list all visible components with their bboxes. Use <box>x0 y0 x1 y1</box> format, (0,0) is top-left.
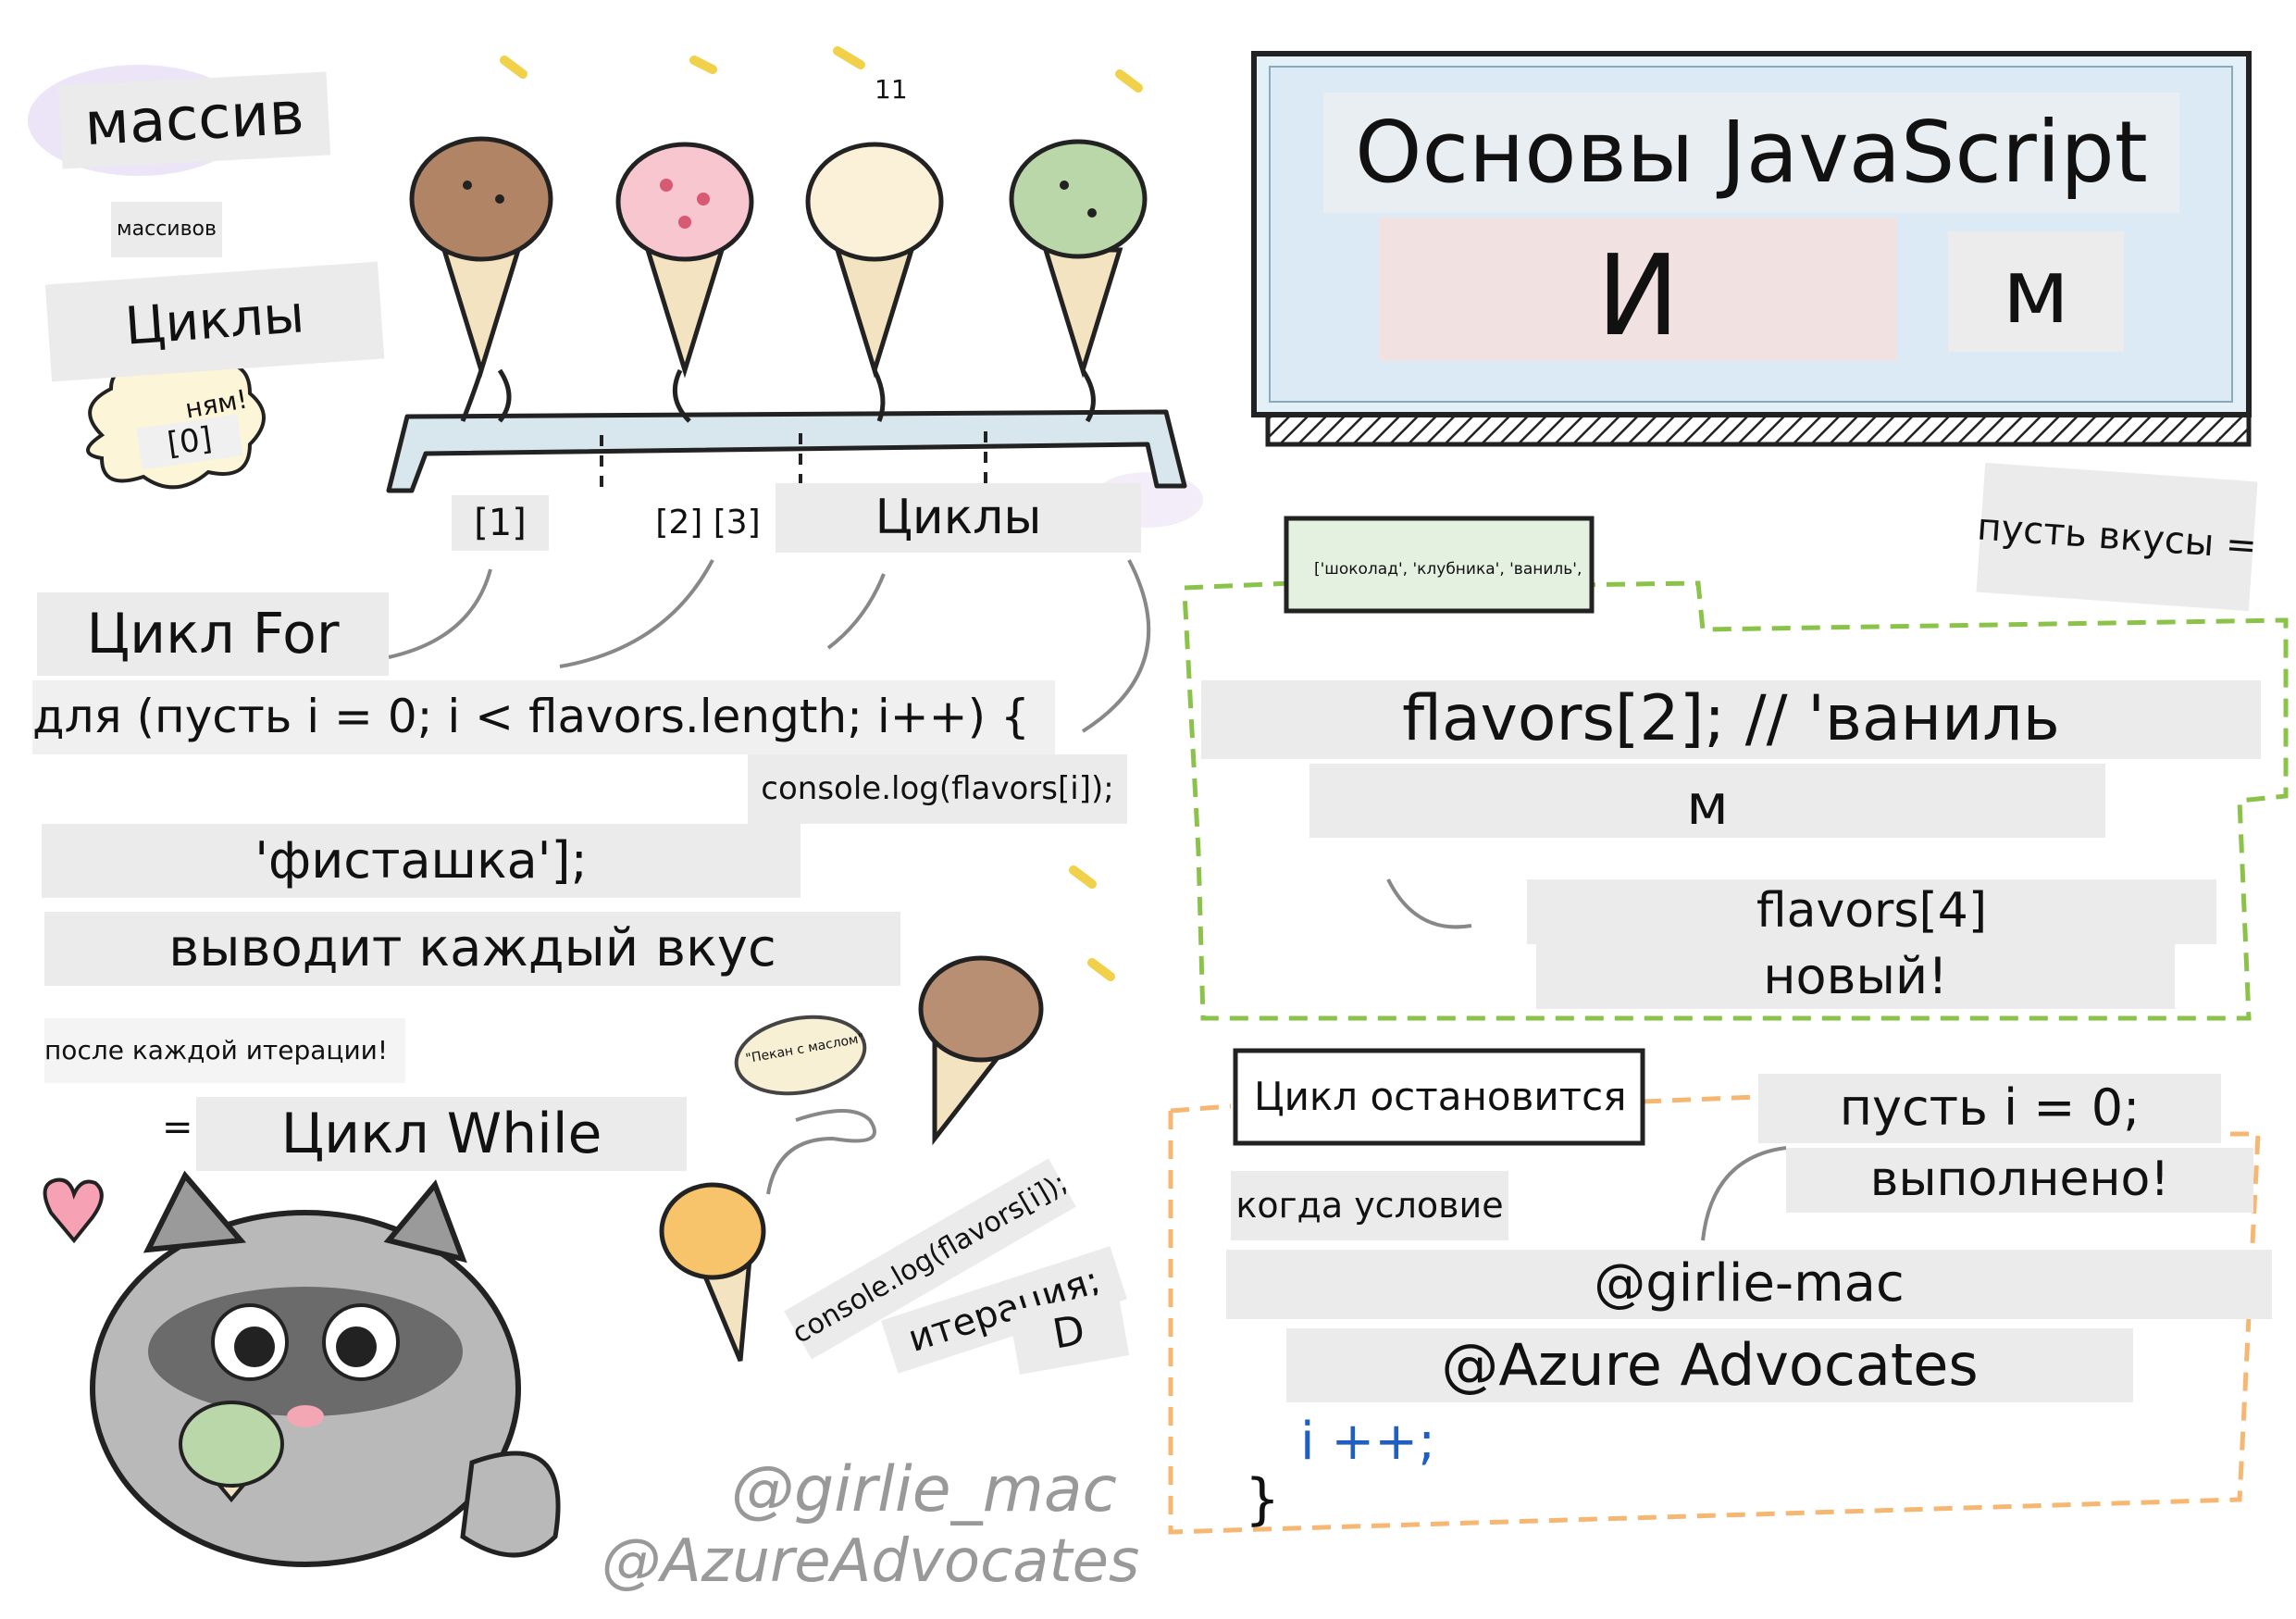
orange-dashed-frame <box>1168 1094 2261 1535</box>
label-array-values: ['шоколад', 'клубника', 'ваниль', <box>1314 560 1582 579</box>
label-cikl-for: Цикл For <box>37 592 389 676</box>
index-arrows <box>388 559 1787 1241</box>
label-console-log: console.log(flavors[i]); <box>748 754 1127 824</box>
heart-icon <box>43 1177 104 1244</box>
label-cikl-ostanovitsya: Цикл остановится <box>1254 1074 1627 1119</box>
ice-cream-stand <box>386 409 1187 493</box>
label-azure: @Azure Advocates <box>1286 1328 2133 1402</box>
title-letter-m: м <box>1948 231 2124 352</box>
label-girlie: @girlie-mac <box>1226 1250 2272 1319</box>
signature-girlie: @girlie_mac <box>731 1453 1117 1526</box>
code-i-plus: i ++; <box>1300 1412 1436 1472</box>
confetti-decoration <box>500 46 1143 981</box>
label-flavors4: flavors[4] <box>1527 879 2216 944</box>
label-flavors2: flavors[2]; // 'ваниль <box>1201 680 2261 759</box>
label-fistashka: 'фисташка']; <box>42 824 800 898</box>
label-idx1: [1] <box>452 495 549 551</box>
ice-cream-strawberry-icon <box>615 142 754 423</box>
title-letter-i: И <box>1379 218 1897 361</box>
loop-stop-frame <box>1233 1048 1645 1146</box>
label-vypolneno: выполнено! <box>1786 1148 2253 1213</box>
label-pust-vkusy: пусть вкусы = <box>1976 462 2258 612</box>
ice-cream-mint-icon <box>1009 139 1148 423</box>
label-idx11: 11 <box>875 74 908 105</box>
ice-cream-vanilla-icon <box>805 142 944 422</box>
label-kogda: когда условие <box>1231 1171 1508 1240</box>
label-massiv: массив <box>57 71 331 169</box>
label-cikl-while: Цикл While <box>196 1097 687 1171</box>
ice-cream-flying-icon <box>918 955 1044 1146</box>
signature-azure: @AzureAdvocates <box>602 1527 1140 1596</box>
ice-cream-chocolate-icon <box>409 136 553 423</box>
label-pust-i0: пусть i = 0; <box>1758 1074 2221 1143</box>
label-cikly-mid: Циклы <box>776 483 1141 553</box>
ice-cream-orange-icon <box>659 1182 766 1362</box>
page-title: Основы JavaScript <box>1323 93 2179 213</box>
label-idx23: [2] [3] <box>648 495 768 551</box>
label-posle: после каждой итерации! <box>44 1018 405 1083</box>
label-for-code: для (пусть i = 0; i < flavors.length; i+… <box>32 680 1055 754</box>
label-vyvodit: выводит каждый вкус <box>44 912 900 986</box>
code-close-brace: } <box>1245 1467 1281 1532</box>
label-eq-sign: = <box>162 1106 193 1149</box>
green-dashed-frame <box>1182 580 2289 1021</box>
label-novyi: новый! <box>1536 944 2175 1009</box>
raccoon-icon <box>90 1170 561 1567</box>
array-values-frame <box>1284 516 1595 614</box>
label-m-box: м <box>1309 764 2105 838</box>
speech-bubble <box>734 1015 867 1096</box>
label-massivov: массивов <box>111 202 222 257</box>
